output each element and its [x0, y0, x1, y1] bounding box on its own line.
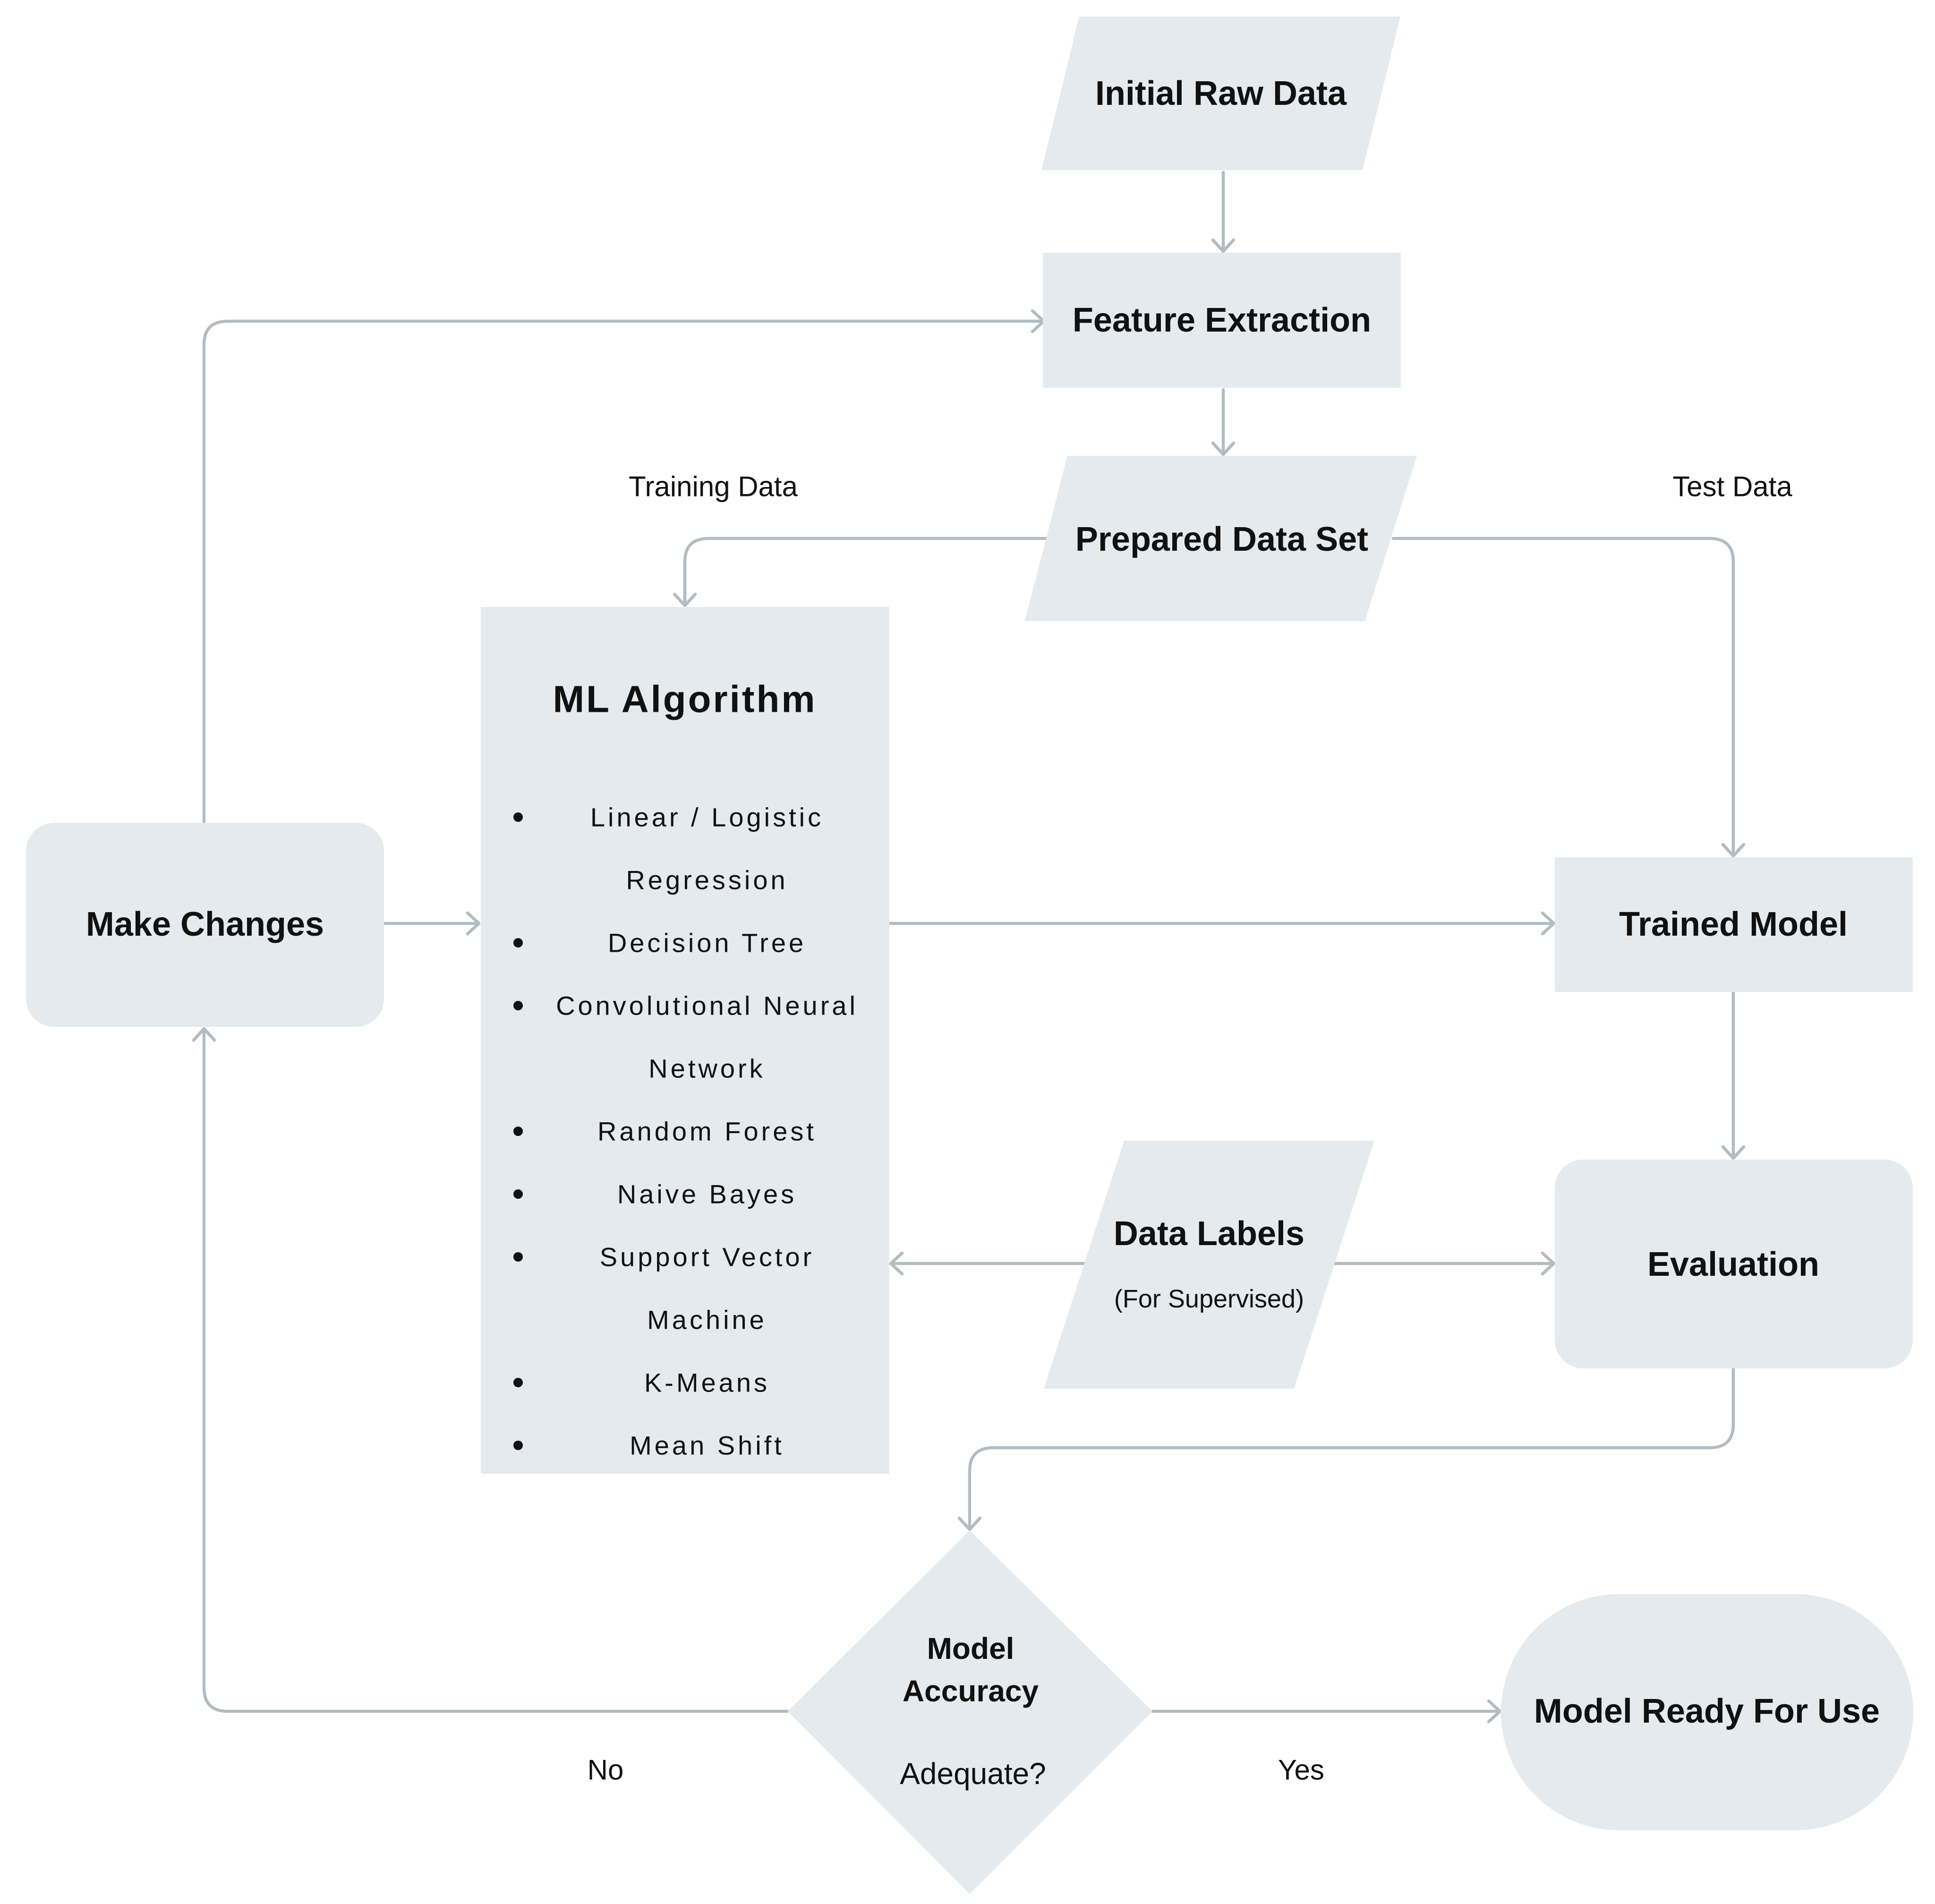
model-accuracy-line1: Model [927, 1631, 1014, 1665]
arrowhead-ready-left [1487, 1699, 1502, 1724]
edge-evaluation-to-decision [968, 1367, 1735, 1530]
make-changes-shape [26, 823, 384, 1027]
bullet-icon [513, 1127, 523, 1136]
prepared-data-set-label: Prepared Data Set [1075, 521, 1368, 558]
edge-prepared-to-trained [1391, 537, 1735, 857]
bullet-icon [513, 1252, 523, 1262]
bullet-icon [513, 812, 523, 822]
ml-algorithm-item: Convolutional Neural [556, 991, 858, 1021]
model-accuracy-line2: Accuracy [903, 1674, 1039, 1708]
ml-algorithm-item: Regression [626, 865, 788, 895]
node-make-changes: Make Changes [26, 823, 384, 1027]
edge-prepared-to-ml [683, 537, 1055, 606]
make-changes-label: Make Changes [86, 905, 324, 943]
arrowhead-ml-left [466, 911, 481, 936]
node-model-ready: Model Ready For Use [1501, 1594, 1913, 1830]
node-initial-raw-data: Initial Raw Data [1041, 17, 1400, 170]
node-data-labels: Data Labels (For Supervised) [1044, 1141, 1374, 1389]
ml-algorithm-title: ML Algorithm [553, 678, 817, 720]
ml-algorithm-item: Random Forest [597, 1117, 817, 1146]
yes-label: Yes [1278, 1754, 1324, 1786]
arrowhead-trained-left [1541, 911, 1556, 936]
bullet-icon [513, 1001, 523, 1010]
evaluation-shape [1555, 1160, 1913, 1368]
ml-algorithm-item: Linear / Logistic [590, 803, 824, 832]
node-evaluation: Evaluation [1555, 1160, 1913, 1368]
arrowhead-ml-right [889, 1251, 904, 1276]
trained-model-label: Trained Model [1619, 905, 1848, 943]
arrowhead-ml-top [673, 592, 697, 607]
node-feature-extraction: Feature Extraction [1043, 253, 1401, 388]
evaluation-label: Evaluation [1647, 1246, 1819, 1283]
arrowhead-changes-bottom [192, 1027, 216, 1042]
arrowhead-evaluation-top [1721, 1145, 1746, 1160]
edge-changes-to-feature [202, 319, 1045, 824]
ml-algorithm-shape [481, 607, 889, 1474]
ml-algorithm-item: Support Vector [600, 1242, 814, 1272]
feature-extraction-shape [1043, 253, 1401, 388]
arrowhead-evaluation-left [1541, 1251, 1556, 1276]
bullet-icon [513, 1189, 523, 1199]
bullet-icon [513, 1378, 523, 1387]
ml-algorithm-item: Machine [647, 1305, 767, 1335]
node-trained-model: Trained Model [1555, 857, 1913, 992]
training-data-label: Training Data [629, 471, 798, 503]
arrowhead-trained-top [1721, 843, 1746, 858]
test-data-label: Test Data [1672, 471, 1792, 503]
node-prepared-data-set: Prepared Data Set [1025, 456, 1417, 621]
arrowhead-prepared-top [1211, 441, 1236, 456]
data-labels-shape [1044, 1141, 1374, 1389]
model-ready-shape [1501, 1594, 1913, 1830]
prepared-data-set-shape [1025, 456, 1417, 621]
data-labels-title: Data Labels [1114, 1215, 1304, 1253]
initial-raw-data-shape [1041, 17, 1400, 170]
data-labels-subtitle: (For Supervised) [1114, 1285, 1304, 1313]
ml-algorithm-item: Mean Shift [630, 1431, 784, 1460]
initial-raw-data-label: Initial Raw Data [1095, 75, 1347, 112]
edge-decision-to-changes [202, 1028, 790, 1713]
edge-labels: Training Data Test Data No Yes [588, 471, 1793, 1786]
arrowhead-feature-top [1211, 238, 1236, 253]
node-model-accuracy: Model Accuracy Adequate? [788, 1530, 1152, 1894]
model-ready-label: Model Ready For Use [1534, 1692, 1880, 1730]
node-ml-algorithm: ML Algorithm Linear / LogisticRegression… [481, 607, 889, 1474]
bullet-icon [513, 938, 523, 948]
bullet-icon [513, 1441, 523, 1450]
model-accuracy-shape [788, 1530, 1152, 1894]
feature-extraction-label: Feature Extraction [1073, 301, 1371, 339]
ml-algorithm-item: K-Means [644, 1368, 770, 1398]
ml-algorithm-item: Decision Tree [608, 928, 806, 958]
connectors [192, 171, 1746, 1724]
ml-algorithm-item: Network [648, 1054, 765, 1084]
arrowhead-decision-top [957, 1516, 982, 1531]
ml-algorithm-item: Naive Bayes [617, 1179, 797, 1209]
trained-model-shape [1555, 857, 1913, 992]
no-label: No [588, 1754, 624, 1786]
model-accuracy-line3: Adequate? [900, 1757, 1046, 1791]
